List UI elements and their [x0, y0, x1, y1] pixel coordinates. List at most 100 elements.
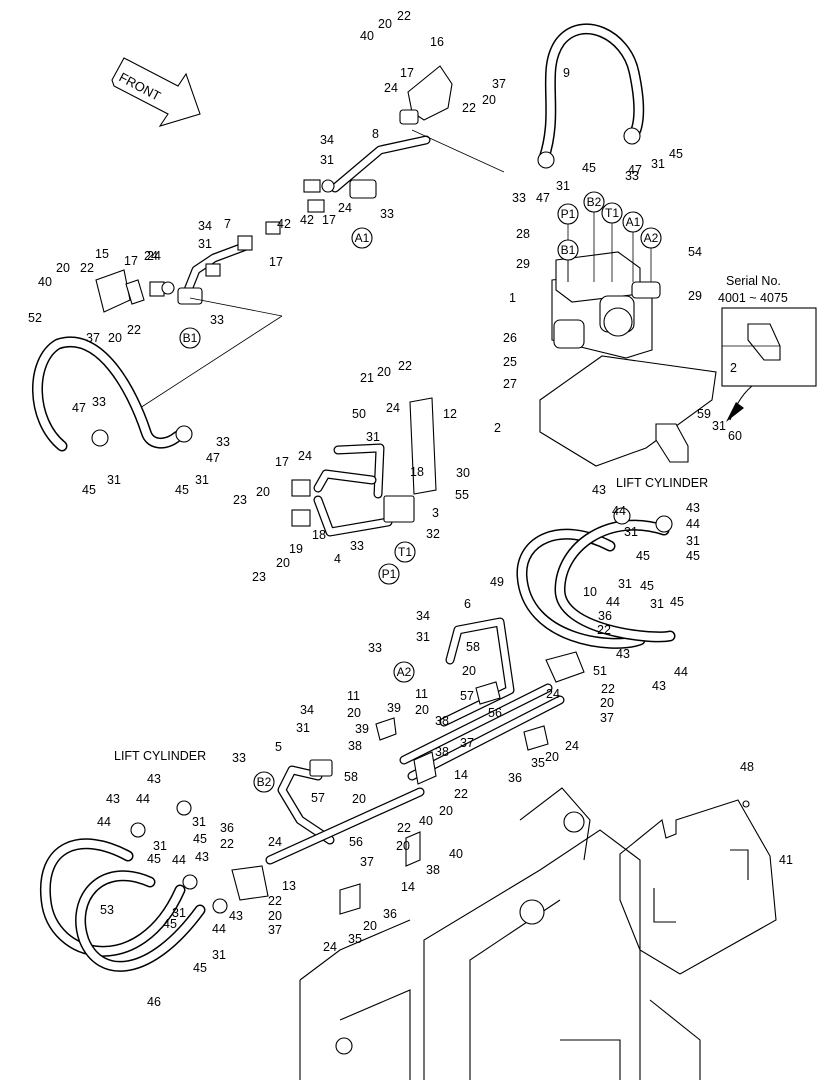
callout-number: 1 — [509, 291, 516, 305]
callout-number: 33 — [512, 191, 526, 205]
mount-plate — [539, 355, 717, 467]
callout-number: 24 — [144, 249, 158, 263]
callout-number: 43 — [652, 679, 666, 693]
callout-number: 24 — [384, 81, 398, 95]
port-label: T1 — [605, 206, 619, 220]
callout-number: 43 — [616, 647, 630, 661]
callout-number: 44 — [136, 792, 150, 806]
callout-number: 34 — [320, 133, 334, 147]
callout-number: 40 — [449, 847, 463, 861]
callout-number: 31 — [195, 473, 209, 487]
callout-number: 5 — [275, 740, 282, 754]
callout-number: 20 — [268, 909, 282, 923]
port-label: B1 — [561, 243, 576, 257]
callout-number: 31 — [416, 630, 430, 644]
callout-number: 20 — [108, 331, 122, 345]
callout-number: 43 — [195, 850, 209, 864]
callout-number: 59 — [697, 407, 711, 421]
callout-number: 31 — [651, 157, 665, 171]
callout-number: 38 — [426, 863, 440, 877]
callout-number: 27 — [503, 377, 517, 391]
callout-number: 14 — [454, 768, 468, 782]
port-p1-mid: P1 — [382, 567, 397, 581]
callout-number: 31 — [686, 534, 700, 548]
callout-number: 31 — [172, 906, 186, 920]
callout-number: 13 — [282, 879, 296, 893]
callout-number: 37 — [86, 331, 100, 345]
callout-number: 37 — [460, 736, 474, 750]
callout-number: 33 — [232, 751, 246, 765]
callout-number: 31 — [624, 525, 638, 539]
callout-number: 47 — [628, 163, 642, 177]
callout-number: 44 — [97, 815, 111, 829]
callout-number: 9 — [563, 66, 570, 80]
callout-number: 44 — [172, 853, 186, 867]
callout-number: 19 — [289, 542, 303, 556]
callout-number: 11 — [415, 687, 428, 701]
callout-number: 39 — [355, 722, 369, 736]
callout-number: 24 — [268, 835, 282, 849]
callout-number: 37 — [268, 923, 282, 937]
callout-number: 31 — [650, 597, 664, 611]
callout-number: 31 — [198, 237, 212, 251]
callout-number: 58 — [344, 770, 358, 784]
callout-number: 56 — [349, 835, 363, 849]
callout-number: 20 — [352, 792, 366, 806]
callout-number: 16 — [430, 35, 444, 49]
callout-number: 45 — [686, 549, 700, 563]
hose-53-46 — [39, 800, 228, 972]
callout-number: 45 — [193, 832, 207, 846]
callout-number: 42 — [277, 217, 291, 231]
callout-number: 40 — [38, 275, 52, 289]
callout-number: 22 — [462, 101, 476, 115]
hose-52 — [32, 336, 193, 452]
callout-number: 20 — [439, 804, 453, 818]
callout-number: 33 — [380, 207, 394, 221]
callout-number: 36 — [220, 821, 234, 835]
callout-number: 24 — [565, 739, 579, 753]
callout-number: 58 — [466, 640, 480, 654]
callout-number: 31 — [712, 419, 726, 433]
callout-number: 34 — [416, 609, 430, 623]
callout-number: 43 — [106, 792, 120, 806]
callout-number: 44 — [674, 665, 688, 679]
lift-cylinder-lower: LIFT CYLINDER — [114, 749, 206, 763]
callout-number: 40 — [419, 814, 433, 828]
callout-number: 33 — [350, 539, 364, 553]
port-a2-lower: A2 — [397, 665, 412, 679]
callout-number: 20 — [56, 261, 70, 275]
callout-number: 43 — [686, 501, 700, 515]
callout-number: 31 — [556, 179, 570, 193]
callout-number: 20 — [462, 664, 476, 678]
callout-number: 34 — [300, 703, 314, 717]
callout-number: 22 — [127, 323, 141, 337]
callout-number: 38 — [435, 714, 449, 728]
cover-plate-41 — [619, 799, 777, 975]
callout-number: 20 — [377, 365, 391, 379]
callout-number: 24 — [147, 249, 161, 263]
callout-number: 31 — [212, 948, 226, 962]
callout-number: 53 — [100, 903, 114, 917]
callout-number: 24 — [338, 201, 352, 215]
callout-number: 45 — [670, 595, 684, 609]
callout-number: 20 — [256, 485, 270, 499]
callout-number: 47 — [206, 451, 220, 465]
serial-inset: Serial No. 4001 ~ 4075 2 — [718, 274, 817, 422]
callout-number: 35 — [348, 932, 362, 946]
callout-number: 34 — [198, 219, 212, 233]
port-label: A1 — [626, 215, 641, 229]
callout-number: 36 — [508, 771, 522, 785]
port-label: P1 — [561, 207, 576, 221]
port-t1-mid: T1 — [398, 545, 412, 559]
callout-number: 45 — [175, 483, 189, 497]
callout-number: 17 — [124, 254, 138, 268]
callout-number: 20 — [600, 696, 614, 710]
callout-number: 20 — [545, 750, 559, 764]
callout-number: 33 — [210, 313, 224, 327]
callout-number: 45 — [636, 549, 650, 563]
callout-number: 31 — [320, 153, 334, 167]
callout-number: 49 — [490, 575, 504, 589]
callout-number: 22 — [601, 682, 615, 696]
